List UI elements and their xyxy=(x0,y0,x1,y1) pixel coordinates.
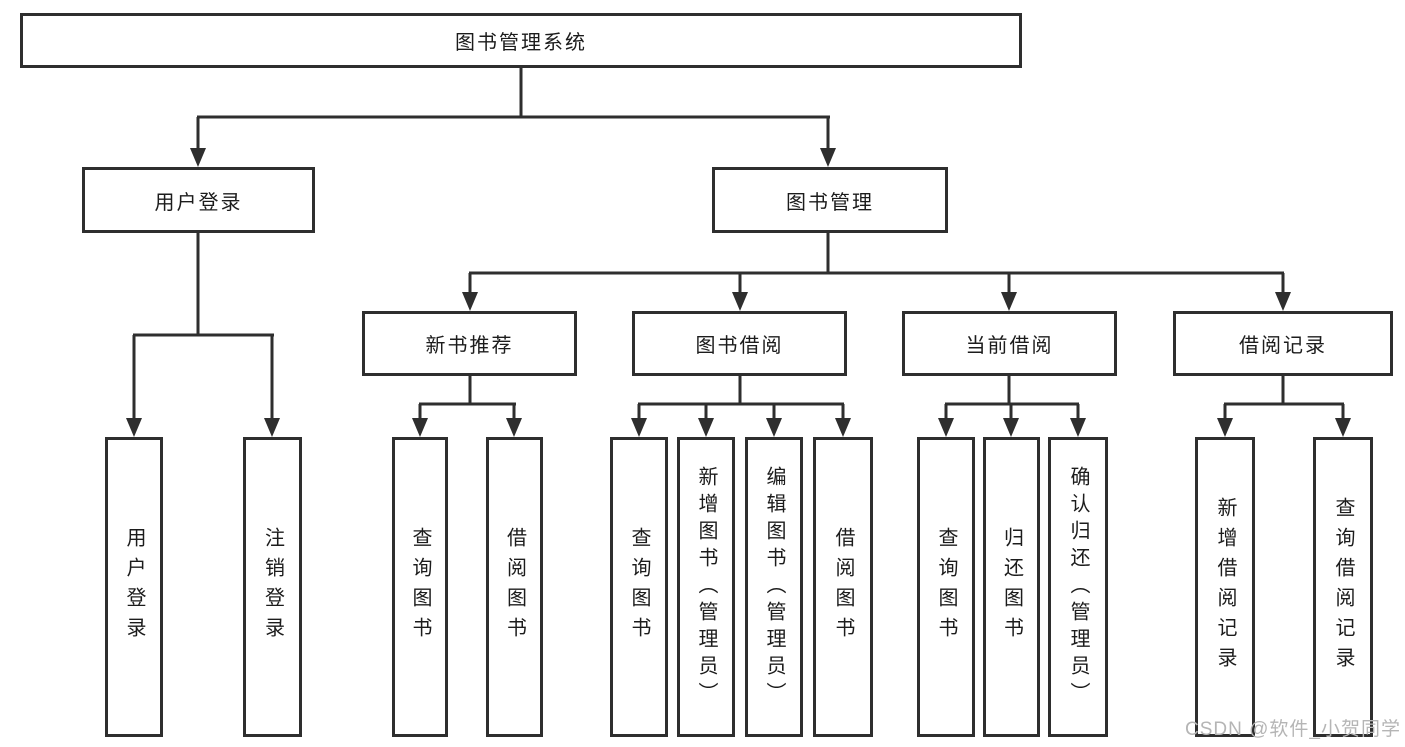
node-book-management: 图书管理 xyxy=(712,167,948,233)
node-current-borrowing: 当前借阅 xyxy=(902,311,1117,376)
leaf-logout: 注销登录 xyxy=(243,437,302,737)
leaf-records-add-record: 新增借阅记录 xyxy=(1195,437,1255,737)
arrowhead-down-icon xyxy=(1335,418,1351,437)
leaf-current-query-books: 查询图书 xyxy=(917,437,975,737)
leaf-borrow-edit-books-admin-label: 编辑图书（管理员） xyxy=(763,465,785,709)
leaf-logout-label: 注销登录 xyxy=(261,527,284,647)
node-user-login-label: 用户登录 xyxy=(154,191,243,214)
arrowhead-down-icon xyxy=(462,292,478,311)
arrowhead-down-icon xyxy=(938,418,954,437)
arrowhead-down-icon xyxy=(732,292,748,311)
node-book-borrowing: 图书借阅 xyxy=(632,311,847,376)
arrowhead-down-icon xyxy=(1217,418,1233,437)
leaf-borrow-borrow-books-label: 借阅图书 xyxy=(832,527,854,647)
arrowhead-down-icon xyxy=(126,418,142,437)
arrowhead-down-icon xyxy=(264,418,280,437)
leaf-borrow-add-books-admin-label: 新增图书（管理员） xyxy=(695,465,717,709)
leaf-user-login-label: 用户登录 xyxy=(123,527,145,647)
arrowhead-down-icon xyxy=(631,418,647,437)
arrowhead-down-icon xyxy=(766,418,782,437)
leaf-current-confirm-return-admin: 确认归还（管理员） xyxy=(1048,437,1108,737)
node-user-login: 用户登录 xyxy=(82,167,315,233)
arrowhead-down-icon xyxy=(190,148,206,167)
node-root: 图书管理系统 xyxy=(20,13,1022,68)
leaf-borrow-query-books-label: 查询图书 xyxy=(628,527,650,647)
leaf-current-confirm-return-admin-label: 确认归还（管理员） xyxy=(1067,465,1089,709)
leaf-newbook-query-books-label: 查询图书 xyxy=(409,527,431,647)
leaf-current-query-books-label: 查询图书 xyxy=(935,527,957,647)
leaf-current-return-books-label: 归还图书 xyxy=(1000,527,1023,647)
leaf-current-return-books: 归还图书 xyxy=(983,437,1040,737)
leaf-records-query-record-label: 查询借阅记录 xyxy=(1332,497,1354,677)
node-book-management-label: 图书管理 xyxy=(786,191,874,214)
leaf-newbook-query-books: 查询图书 xyxy=(392,437,448,737)
arrowhead-down-icon xyxy=(1070,418,1086,437)
node-current-borrowing-label: 当前借阅 xyxy=(965,335,1054,357)
leaf-borrow-edit-books-admin: 编辑图书（管理员） xyxy=(745,437,803,737)
arrowhead-down-icon xyxy=(835,418,851,437)
node-borrowing-records-label: 借阅记录 xyxy=(1239,335,1327,357)
leaf-newbook-borrow-books-label: 借阅图书 xyxy=(503,527,526,647)
arrowhead-down-icon xyxy=(820,148,836,167)
leaf-records-query-record: 查询借阅记录 xyxy=(1313,437,1373,737)
arrowhead-down-icon xyxy=(1275,292,1291,311)
arrowhead-down-icon xyxy=(1001,292,1017,311)
leaf-newbook-borrow-books: 借阅图书 xyxy=(486,437,543,737)
arrowhead-down-icon xyxy=(698,418,714,437)
arrowhead-down-icon xyxy=(1003,418,1019,437)
leaf-borrow-borrow-books: 借阅图书 xyxy=(813,437,873,737)
arrowhead-down-icon xyxy=(412,418,428,437)
arrowhead-down-icon xyxy=(506,418,522,437)
node-new-book-recommend-label: 新书推荐 xyxy=(425,335,514,357)
csdn-watermark: CSDN @软件_小贺同学 xyxy=(1185,719,1401,740)
node-borrowing-records: 借阅记录 xyxy=(1173,311,1393,376)
leaf-borrow-add-books-admin: 新增图书（管理员） xyxy=(677,437,735,737)
node-book-borrowing-label: 图书借阅 xyxy=(695,335,784,357)
node-root-label: 图书管理系统 xyxy=(455,32,587,54)
leaf-user-login: 用户登录 xyxy=(105,437,163,737)
leaf-records-add-record-label: 新增借阅记录 xyxy=(1214,497,1236,677)
node-new-book-recommend: 新书推荐 xyxy=(362,311,577,376)
leaf-borrow-query-books: 查询图书 xyxy=(610,437,668,737)
